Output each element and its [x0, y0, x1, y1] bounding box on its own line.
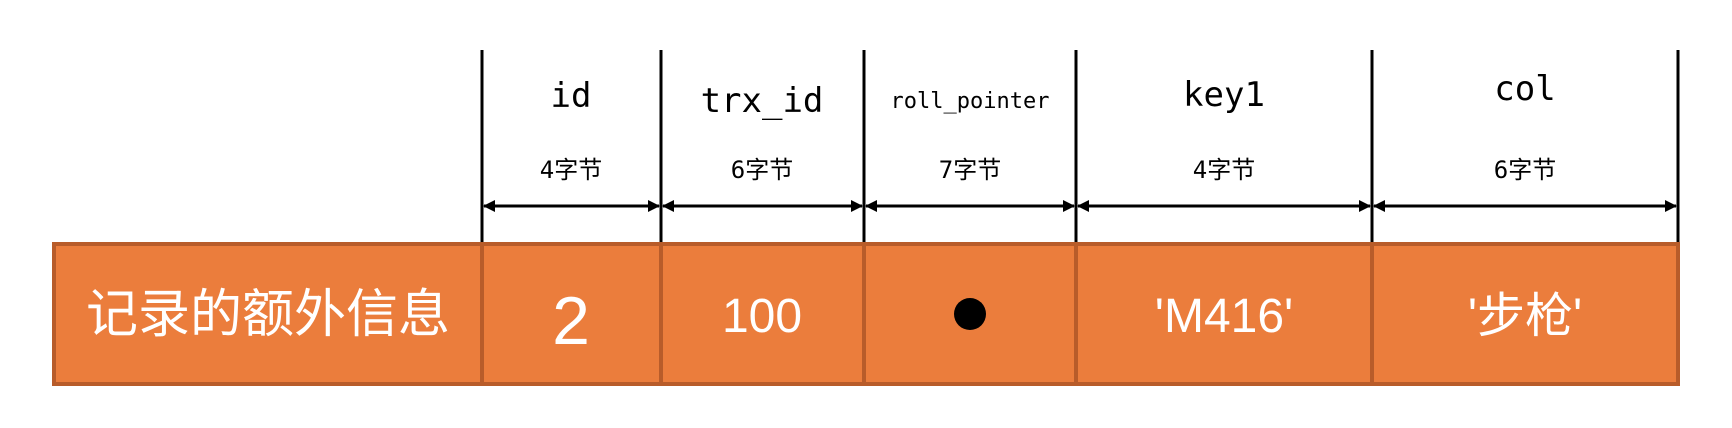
value-text: '步枪' [1468, 290, 1582, 343]
column-key1: key1 4字节 'M416' [1074, 75, 1374, 386]
column-size: 4字节 [540, 156, 602, 184]
column-name: roll_pointer [891, 89, 1050, 114]
column-size: 4字节 [1193, 156, 1255, 184]
column-roll-pointer: roll_pointer 7字节 [862, 89, 1078, 386]
value-cell [1370, 242, 1680, 386]
column-id: id 4字节 2 [480, 76, 663, 386]
value-text: 2 [552, 283, 590, 359]
column-size: 6字节 [731, 156, 793, 184]
value-text: 'M416' [1155, 290, 1293, 343]
value-cell [480, 242, 663, 386]
column-name: id [551, 76, 592, 116]
pointer-dot-icon [954, 298, 986, 330]
column-name: col [1494, 69, 1555, 109]
column-col: col 6字节 '步枪' [1370, 69, 1680, 386]
column-name: trx_id [701, 81, 824, 121]
value-cell [1074, 242, 1374, 386]
column-trx-id: trx_id 6字节 100 [659, 81, 866, 386]
column-size: 7字节 [939, 156, 1001, 184]
column-dividers [480, 50, 1680, 244]
column-size: 6字节 [1494, 156, 1556, 184]
value-text: 100 [722, 290, 802, 343]
extra-info-label: 记录的额外信息 [86, 286, 450, 344]
column-name: key1 [1183, 75, 1265, 115]
